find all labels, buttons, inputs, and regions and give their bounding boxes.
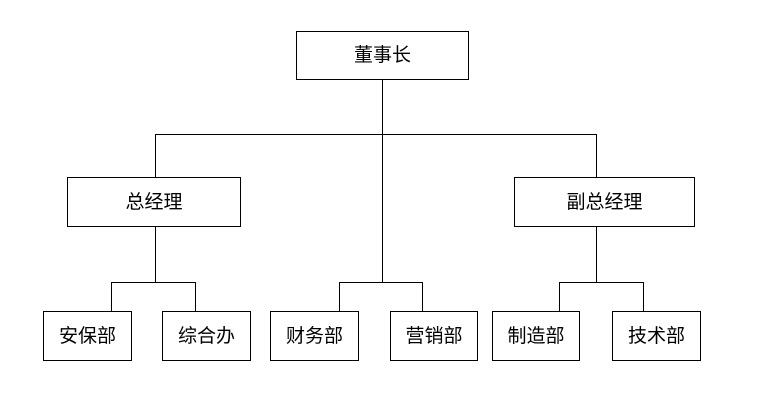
department-node-manufacturing: 制造部	[492, 311, 580, 361]
department-label: 安保部	[58, 324, 116, 347]
department-node-technology: 技术部	[612, 311, 701, 361]
deputy-general-manager-label: 副总经理	[566, 190, 643, 213]
department-node-admin-office: 综合办	[162, 311, 251, 361]
connector-middle-dept-bar	[339, 282, 423, 283]
chairman-node: 董事长	[296, 31, 469, 80]
connector-left-dept-bar	[111, 282, 196, 283]
department-node-security: 安保部	[43, 311, 132, 361]
department-label: 综合办	[177, 324, 235, 347]
connector-manufacturing-drop	[559, 282, 560, 312]
connector-technology-drop	[643, 282, 644, 312]
connector-finance-drop	[339, 282, 340, 312]
connector-deputy-manager-down	[596, 226, 597, 283]
department-node-finance: 财务部	[270, 311, 359, 361]
deputy-general-manager-node: 副总经理	[514, 177, 695, 227]
connector-root-trunk	[382, 79, 383, 283]
department-label: 营销部	[405, 324, 463, 347]
connector-deputy-manager-drop	[596, 134, 597, 178]
department-label: 财务部	[285, 324, 343, 347]
connector-admin-office-drop	[195, 282, 196, 312]
general-manager-node: 总经理	[67, 177, 241, 227]
connector-manager-bar	[155, 134, 597, 135]
connector-general-manager-down	[155, 226, 156, 283]
general-manager-label: 总经理	[125, 190, 183, 213]
connector-general-manager-drop	[155, 134, 156, 178]
department-node-marketing: 营销部	[390, 311, 478, 361]
connector-right-dept-bar	[559, 282, 644, 283]
connector-security-drop	[111, 282, 112, 312]
department-label: 技术部	[627, 324, 685, 347]
department-label: 制造部	[507, 324, 565, 347]
connector-marketing-drop	[422, 282, 423, 312]
chairman-label: 董事长	[353, 44, 411, 66]
